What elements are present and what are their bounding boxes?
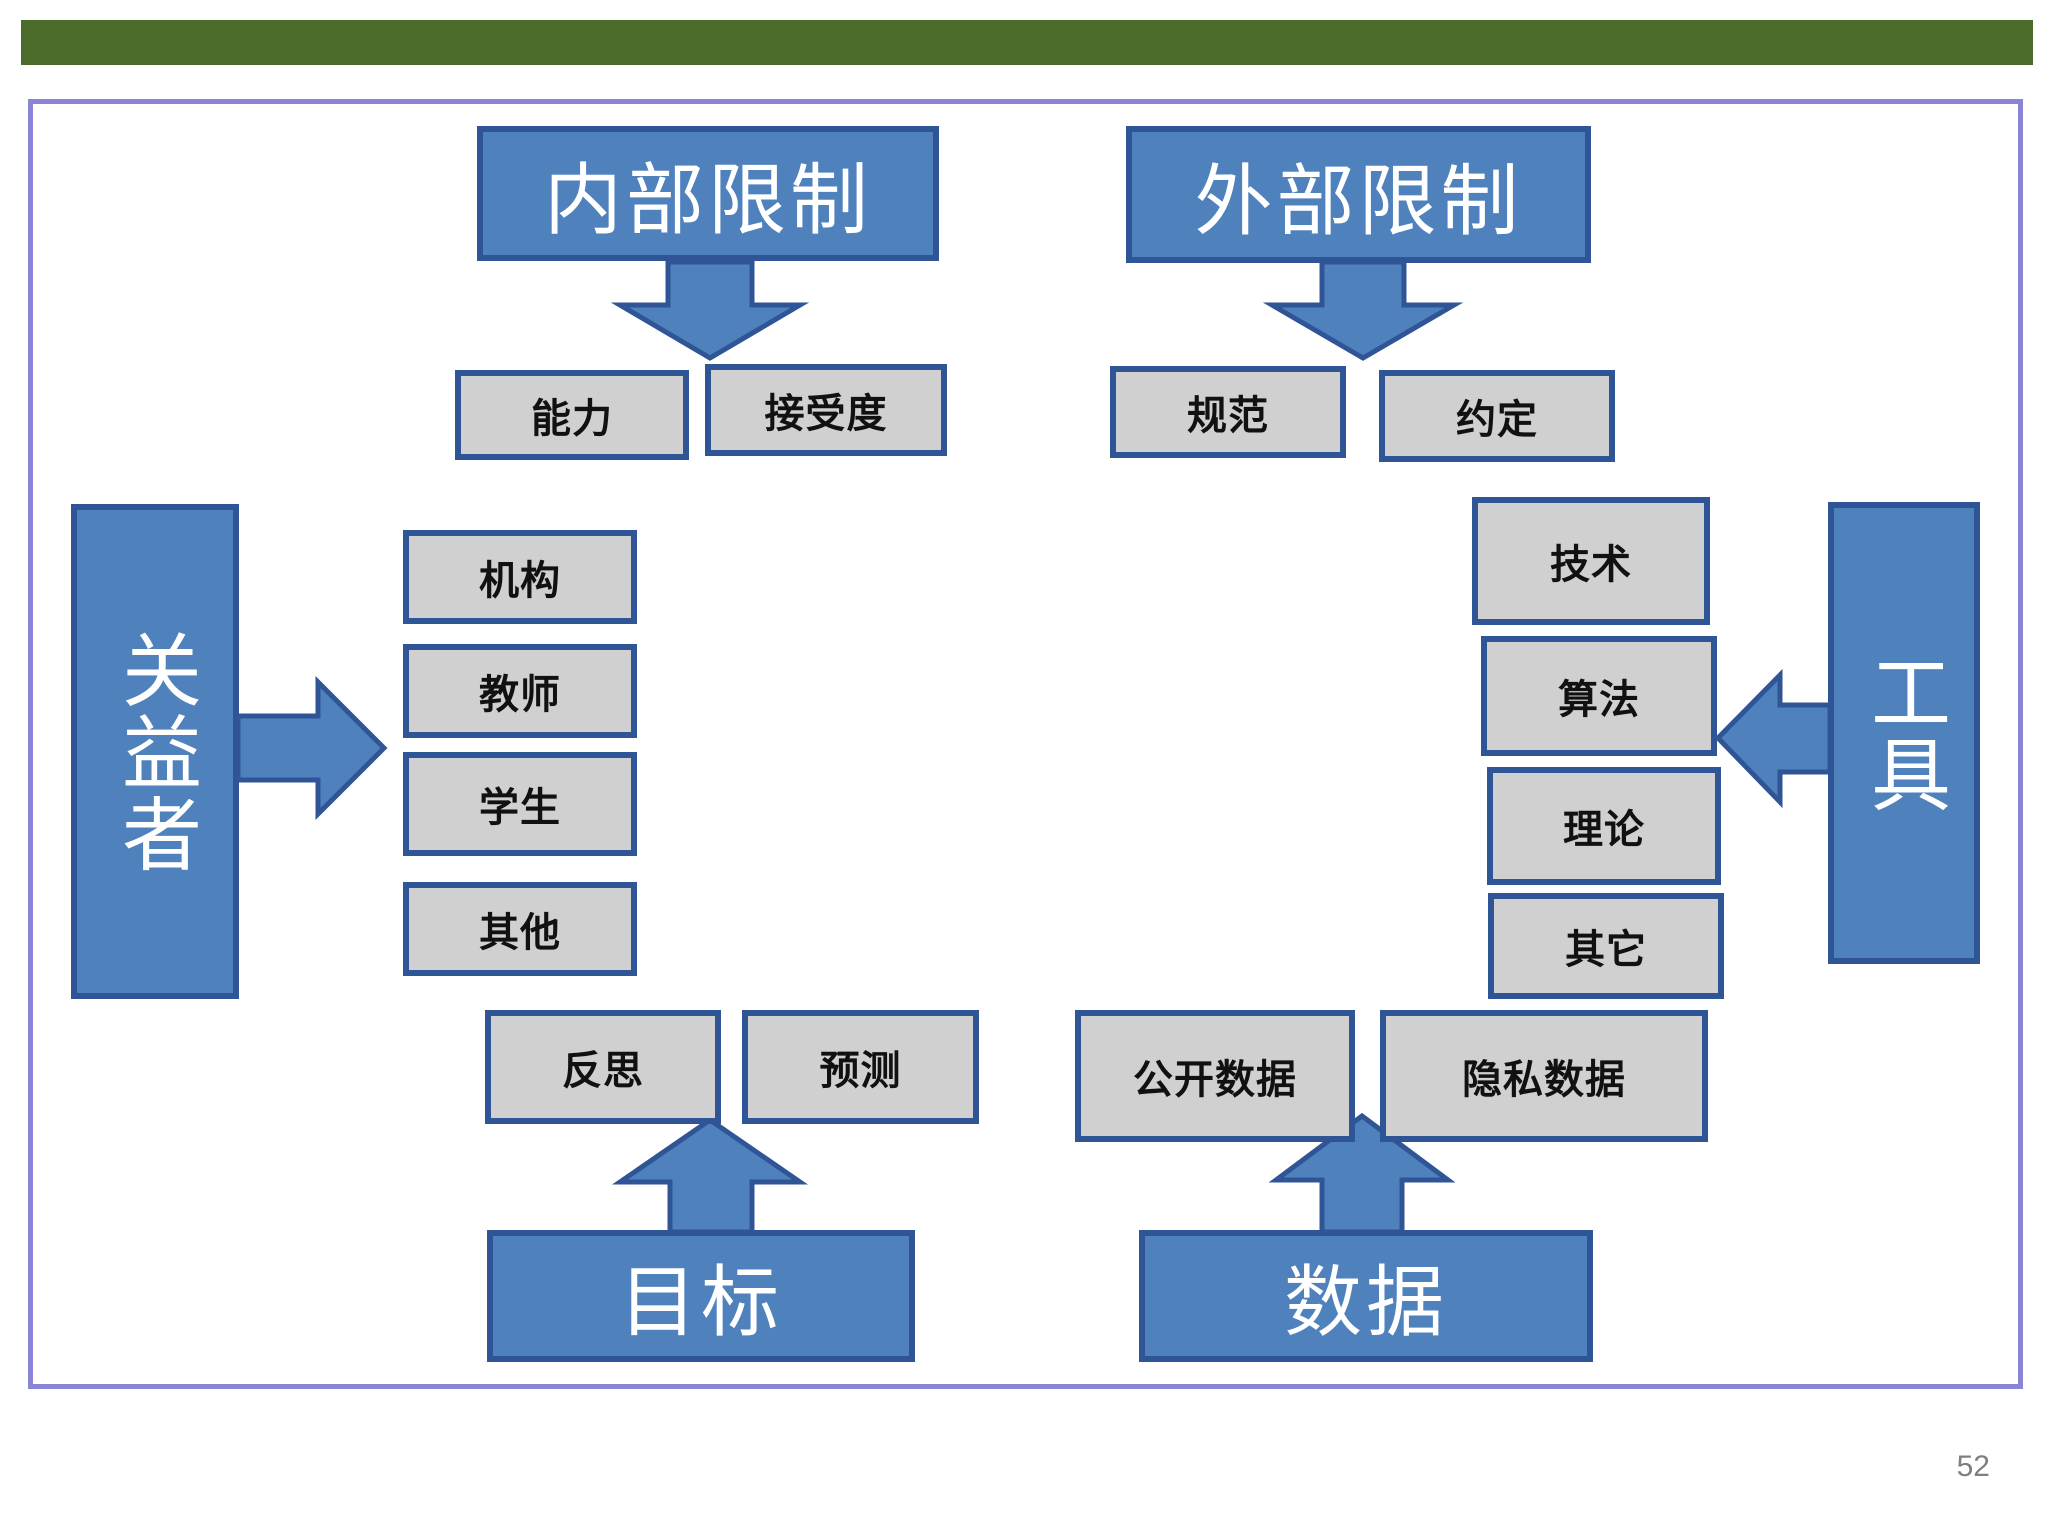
item-prediction: 预测 bbox=[742, 1010, 979, 1124]
external-limits-title: 外部限制 bbox=[1194, 156, 1523, 247]
goals-box: 目标 bbox=[487, 1230, 915, 1362]
stakeholders-title: 关益者 bbox=[109, 628, 202, 875]
stakeholders-box: 关益者 bbox=[71, 504, 239, 999]
tools-title: 工具 bbox=[1858, 651, 1951, 815]
item-technology: 技术 bbox=[1472, 497, 1710, 625]
external-limits-box: 外部限制 bbox=[1126, 126, 1591, 263]
item-acceptance: 接受度 bbox=[705, 364, 947, 456]
right-arrow-stakeholders bbox=[235, 675, 388, 821]
tools-box: 工具 bbox=[1828, 502, 1980, 964]
down-arrow-external bbox=[1262, 259, 1464, 361]
data-box: 数据 bbox=[1139, 1230, 1593, 1362]
left-arrow-tools bbox=[1714, 668, 1833, 809]
item-private-data: 隐私数据 bbox=[1380, 1010, 1708, 1142]
item-conventions: 约定 bbox=[1379, 370, 1615, 462]
item-algorithms: 算法 bbox=[1481, 636, 1717, 756]
internal-limits-box: 内部限制 bbox=[477, 126, 939, 261]
up-arrow-data bbox=[1268, 1112, 1456, 1235]
up-arrow-goals bbox=[611, 1116, 809, 1235]
goals-title: 目标 bbox=[618, 1258, 783, 1348]
item-norms: 规范 bbox=[1110, 366, 1346, 458]
item-reflection: 反思 bbox=[485, 1010, 721, 1124]
item-institutions: 机构 bbox=[403, 530, 637, 624]
item-teachers: 教师 bbox=[403, 644, 637, 738]
down-arrow-internal bbox=[610, 259, 810, 361]
data-title: 数据 bbox=[1283, 1258, 1448, 1348]
internal-limits-title: 内部限制 bbox=[543, 155, 872, 246]
item-ability: 能力 bbox=[455, 370, 689, 460]
page-number: 52 bbox=[1956, 1450, 1990, 1483]
item-others: 其他 bbox=[403, 882, 637, 976]
top-accent-bar bbox=[21, 20, 2033, 65]
item-public-data: 公开数据 bbox=[1075, 1010, 1355, 1142]
item-other-tools: 其它 bbox=[1488, 893, 1724, 999]
item-theory: 理论 bbox=[1487, 767, 1721, 885]
item-students: 学生 bbox=[403, 752, 637, 856]
